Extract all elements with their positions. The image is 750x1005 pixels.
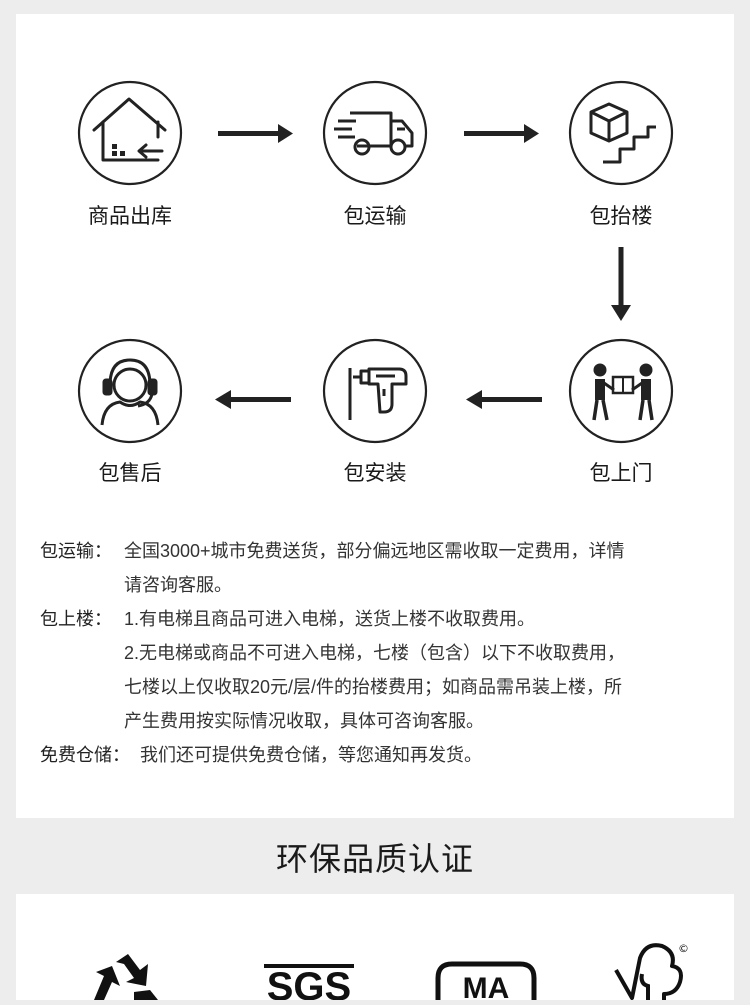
house-outbound-icon [92, 97, 167, 162]
note-line: 2.无电梯或商品不可进入电梯，七楼（包含）以下不收取费用， [124, 643, 626, 663]
step-circle-6 [77, 338, 183, 444]
certification-logos-card: SGS MA © [16, 894, 734, 1005]
arrow-right-icon [464, 124, 539, 143]
arrow-left-icon [215, 390, 291, 409]
note-line: 我们还可提供免费仓储，等您通知再发货。 [140, 745, 482, 765]
package-handover-icon [592, 363, 654, 421]
step-circle-4 [568, 338, 674, 444]
headset-agent-icon [100, 358, 160, 426]
arrow-left-icon [466, 390, 542, 409]
fsc-tree-icon: © [614, 942, 689, 1000]
note-key: 包上楼： [40, 609, 112, 629]
certification-title: 环保品质认证 [275, 841, 474, 877]
recycle-icon [94, 954, 158, 1000]
step-circle-1 [77, 80, 183, 186]
service-flow-card [16, 14, 734, 818]
step-label-outbound: 商品出库 [88, 205, 172, 228]
cma-logo-icon: MA [435, 961, 537, 1005]
note-key: 免费仓储： [40, 745, 130, 765]
note-body: 我们还可提供免费仓储，等您通知再发货。 [140, 738, 720, 772]
step-label-installation: 包安装 [343, 462, 407, 485]
delivery-truck-icon [334, 111, 414, 156]
arrow-down-icon [611, 247, 631, 321]
note-upstairs: 包上楼： 1.有电梯且商品可进入电梯，送货上楼不收取费用。 2.无电梯或商品不可… [40, 602, 720, 738]
power-drill-icon [348, 367, 408, 420]
step-label-carry-upstairs: 包抬楼 [589, 205, 653, 228]
note-line: 全国3000+城市免费送货，部分偏远地区需收取一定费用，详情 [124, 541, 625, 561]
box-stairs-icon [589, 102, 656, 164]
note-transport: 包运输： 全国3000+城市免费送货，部分偏远地区需收取一定费用，详情 请咨询客… [40, 534, 720, 602]
note-line: 产生费用按实际情况收取，具体可咨询客服。 [124, 711, 484, 731]
service-notes: 包运输： 全国3000+城市免费送货，部分偏远地区需收取一定费用，详情 请咨询客… [40, 534, 720, 772]
note-key: 包运输： [40, 541, 112, 561]
service-flow-diagram [77, 80, 674, 444]
note-line: 请咨询客服。 [124, 575, 232, 595]
note-line: 七楼以上仅收取20元/层/件的抬楼费用；如商品需吊装上楼，所 [124, 677, 623, 697]
step-label-door-delivery: 包上门 [589, 462, 653, 485]
step-label-transport: 包运输 [343, 205, 407, 228]
step-label-after-sales: 包售后 [98, 462, 162, 485]
copyright-mark: © [678, 942, 689, 955]
note-line: 1.有电梯且商品可进入电梯，送货上楼不收取费用。 [124, 609, 536, 629]
step-circle-5 [322, 338, 428, 444]
step-circle-3 [568, 80, 674, 186]
arrow-right-icon [218, 124, 293, 143]
certification-logos: SGS MA © [94, 942, 689, 1005]
sgs-logo-text: SGS [267, 965, 351, 1000]
note-storage: 免费仓储： 我们还可提供免费仓储，等您通知再发货。 [40, 738, 720, 772]
note-body: 1.有电梯且商品可进入电梯，送货上楼不收取费用。 2.无电梯或商品不可进入电梯，… [124, 602, 720, 738]
note-body: 全国3000+城市免费送货，部分偏远地区需收取一定费用，详情 请咨询客服。 [124, 534, 720, 602]
sgs-logo-icon: SGS [264, 964, 354, 1005]
cma-logo-text: MA [463, 972, 510, 1000]
step-circle-2 [322, 80, 428, 186]
